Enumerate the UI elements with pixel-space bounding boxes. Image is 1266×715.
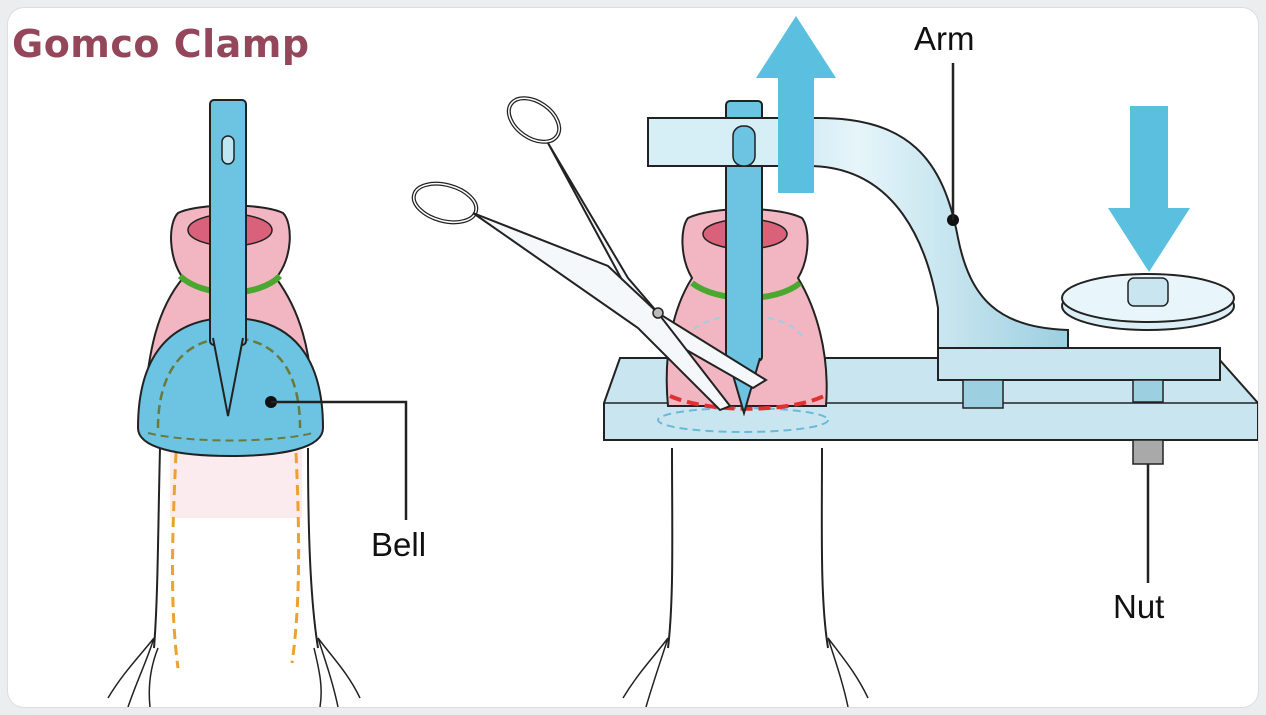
left-figure: [108, 100, 406, 707]
gomco-clamp-illustration: [8, 8, 1258, 707]
label-bell: Bell: [371, 526, 426, 564]
shaft-outline-left: [154, 448, 160, 648]
down-arrow: [1108, 106, 1190, 272]
label-nut: Nut: [1113, 588, 1164, 626]
figure-title: Gomco Clamp: [12, 22, 310, 66]
nut-bolt: [1133, 440, 1163, 464]
label-arm: Arm: [914, 20, 975, 58]
figure-card: Gomco Clamp Bell Arm Nut: [8, 8, 1258, 707]
